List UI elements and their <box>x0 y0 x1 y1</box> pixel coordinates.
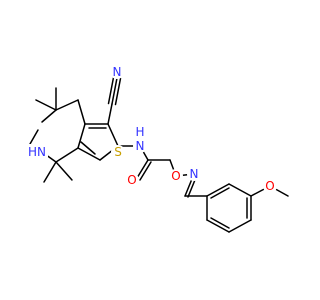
atom-label-h-amide: H <box>135 125 144 139</box>
bond <box>77 123 86 149</box>
label-backdrop <box>110 65 124 79</box>
bond <box>228 219 252 233</box>
label-backdrop <box>125 173 139 187</box>
atom-label-o-oxime: O <box>171 169 180 183</box>
bond <box>29 129 39 145</box>
bond <box>210 217 230 229</box>
bond <box>107 76 115 105</box>
bond <box>206 183 230 197</box>
bond <box>35 99 57 111</box>
bond <box>77 99 86 125</box>
atom-label-nh-ring: HN <box>28 145 46 159</box>
molecule-canvas: N N H S O O N O HN <box>26 65 289 233</box>
bond <box>210 187 230 199</box>
label-backdrop <box>133 139 147 153</box>
bond <box>139 161 152 181</box>
bond <box>41 109 57 123</box>
atom-label-s-thiophene: S <box>114 145 122 159</box>
bond <box>55 147 79 163</box>
bond <box>114 77 122 106</box>
label-backdrop <box>111 145 125 159</box>
atom-label-n-amide: N <box>136 139 145 153</box>
atom-label-o-methoxy: O <box>265 179 274 193</box>
bond <box>43 161 57 183</box>
atom-label-n-oxime: N <box>190 167 199 181</box>
bond <box>107 103 113 125</box>
bond <box>111 77 118 105</box>
atom-labels: N N H S O O N O HN <box>26 65 277 193</box>
structure-diagram: N N H S O O N O HN <box>26 65 289 233</box>
label-backdrop <box>263 179 277 193</box>
atom-label-o-carbonyl: O <box>127 173 136 187</box>
bond <box>80 141 96 155</box>
bond <box>77 147 101 161</box>
bonds <box>29 76 289 233</box>
bond <box>55 99 79 111</box>
bond <box>136 159 149 179</box>
atom-label-n-cyano: N <box>113 65 122 79</box>
bond <box>206 219 230 233</box>
bond <box>228 183 252 197</box>
label-backdrop <box>187 167 201 181</box>
label-backdrop <box>26 144 48 160</box>
bond <box>55 161 73 181</box>
label-backdrop <box>169 169 183 183</box>
bond <box>107 123 119 147</box>
